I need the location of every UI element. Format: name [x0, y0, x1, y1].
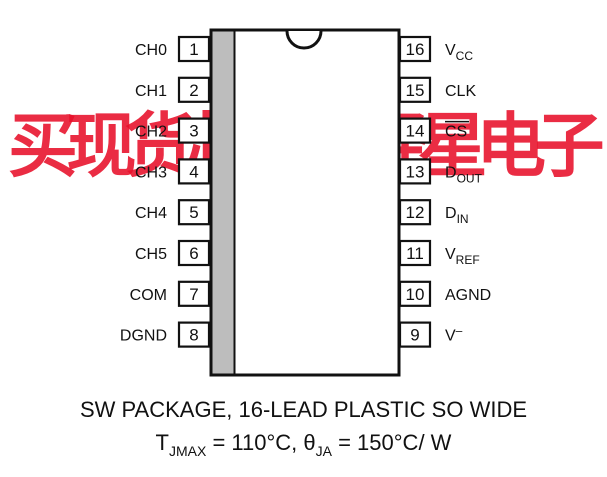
pin-label: V– [445, 324, 463, 345]
right-pin: 15 CLK [398, 76, 476, 103]
right-pin: 13 DOUT [398, 158, 483, 185]
pin-number: 4 [189, 162, 198, 181]
left-pin: 5 CH4 [135, 199, 211, 226]
ic-body [209, 28, 401, 377]
pin-label: DGND [120, 328, 167, 345]
pin-box [398, 35, 432, 63]
pin-number: 8 [189, 326, 198, 345]
pin-box [177, 117, 211, 144]
pin-label-subscript: OUT [457, 171, 483, 185]
pin-box [177, 199, 211, 226]
pin-number: 1 [189, 40, 198, 59]
pin-label-main: V [445, 328, 456, 345]
pin-box [177, 280, 211, 307]
pin-box [177, 239, 211, 267]
watermark-char: 电 [476, 105, 546, 187]
pin-box [177, 35, 211, 63]
pin-label-main: AGND [445, 287, 491, 304]
pin-label-subscript: REF [456, 253, 480, 267]
right-pin: 14 CS [398, 117, 469, 144]
watermark-char: 买 [8, 105, 78, 187]
left-pin: 2 CH1 [135, 76, 211, 103]
theta-subscript: JA [315, 443, 332, 459]
pin-label-main: CLK [445, 83, 476, 100]
pin-label: CLK [445, 83, 476, 100]
tjmax-value: = 110°C, θ [206, 430, 316, 455]
pin-box [177, 321, 211, 348]
pin-label-subscript: IN [457, 212, 469, 226]
left-pin: 7 COM [130, 280, 211, 307]
left-pin: 6 CH5 [135, 239, 211, 267]
thermal-caption: TJMAX = 110°C, θJA = 150°C/ W [0, 430, 607, 459]
pin-number: 13 [406, 162, 425, 181]
watermark-char: 子 [535, 105, 605, 187]
pin-label-superscript: – [456, 324, 463, 338]
left-pin: 8 DGND [120, 321, 211, 348]
right-pin: 16 VCC [398, 35, 473, 63]
pin-number: 11 [406, 244, 424, 263]
pin-label: CH0 [135, 42, 167, 59]
pin-label-main: CS [445, 124, 467, 141]
pin-number: 3 [189, 122, 198, 141]
pin-number: 15 [406, 81, 425, 100]
right-pin: 10 AGND [398, 280, 491, 307]
pin-label: VREF [445, 246, 480, 267]
pin-box [177, 158, 211, 185]
pin-number: 10 [406, 285, 425, 304]
pin-box [398, 76, 432, 103]
pin-label: CH5 [135, 246, 167, 263]
pin-label: CH1 [135, 83, 167, 100]
tjmax-symbol: T [155, 430, 169, 455]
pin-number: 16 [406, 40, 425, 59]
tjmax-subscript: JMAX [169, 443, 207, 459]
pin-number: 9 [410, 326, 419, 345]
pin-number: 6 [189, 244, 198, 263]
pin-label: DOUT [445, 164, 483, 185]
pin-box [177, 76, 211, 103]
pin-box [398, 239, 432, 267]
watermark-char: 现 [67, 105, 137, 187]
pin-label: CH2 [135, 124, 167, 141]
pin-label: CH4 [135, 205, 167, 222]
package-caption: SW PACKAGE, 16-LEAD PLASTIC SO WIDE [79, 397, 528, 422]
pin-label: AGND [445, 287, 491, 304]
pin-box [398, 280, 432, 307]
pin-box [398, 321, 432, 348]
pin-number: 7 [189, 285, 198, 304]
pin-box [398, 117, 432, 144]
pin-label-main: D [445, 205, 457, 222]
pin-label-main: V [445, 246, 456, 263]
left-pin: 1 CH0 [135, 35, 211, 63]
right-pin: 12 DIN [398, 199, 469, 226]
pin-box [398, 158, 432, 185]
pin-label: VCC [445, 42, 473, 63]
pin-number: 2 [189, 81, 198, 100]
pin-label-subscript: CC [456, 49, 474, 63]
right-pin: 9 V– [398, 321, 463, 348]
pin-label: CS [445, 124, 467, 141]
pin-number: 14 [406, 122, 425, 141]
right-pin: 11 VREF [398, 239, 480, 267]
pin-number: 12 [406, 203, 425, 222]
pin-label-main: V [445, 42, 456, 59]
pin-label: DIN [445, 205, 469, 226]
pin-number: 5 [189, 203, 198, 222]
pin-box [398, 199, 432, 226]
pin-label-main: D [445, 164, 457, 181]
pin-label: COM [130, 287, 167, 304]
left-pin: 4 CH3 [135, 158, 211, 185]
left-pin: 3 CH2 [135, 117, 211, 144]
pin1-notch [285, 30, 323, 50]
theta-value: = 150°C/ W [331, 430, 452, 455]
pin-label: CH3 [135, 164, 167, 181]
pin1-side-stripe [212, 31, 235, 374]
